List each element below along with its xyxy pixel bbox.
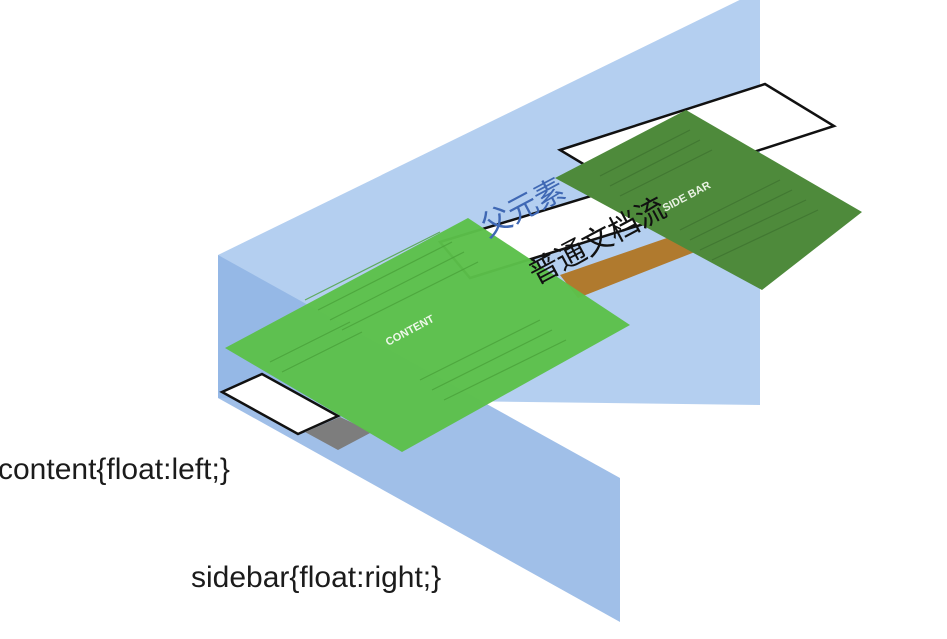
content-box (225, 218, 630, 452)
content-text-lines (269, 231, 567, 401)
sidebar-box (555, 110, 862, 290)
sidebar-text-lines (599, 129, 819, 261)
normal-flow-box-front (219, 372, 341, 436)
brown-strip (560, 230, 705, 298)
sidebar-float-code: sidebar{float:right;} (191, 561, 442, 594)
content-float-code: content{float:left;} (0, 453, 230, 486)
gray-strip (305, 417, 372, 450)
